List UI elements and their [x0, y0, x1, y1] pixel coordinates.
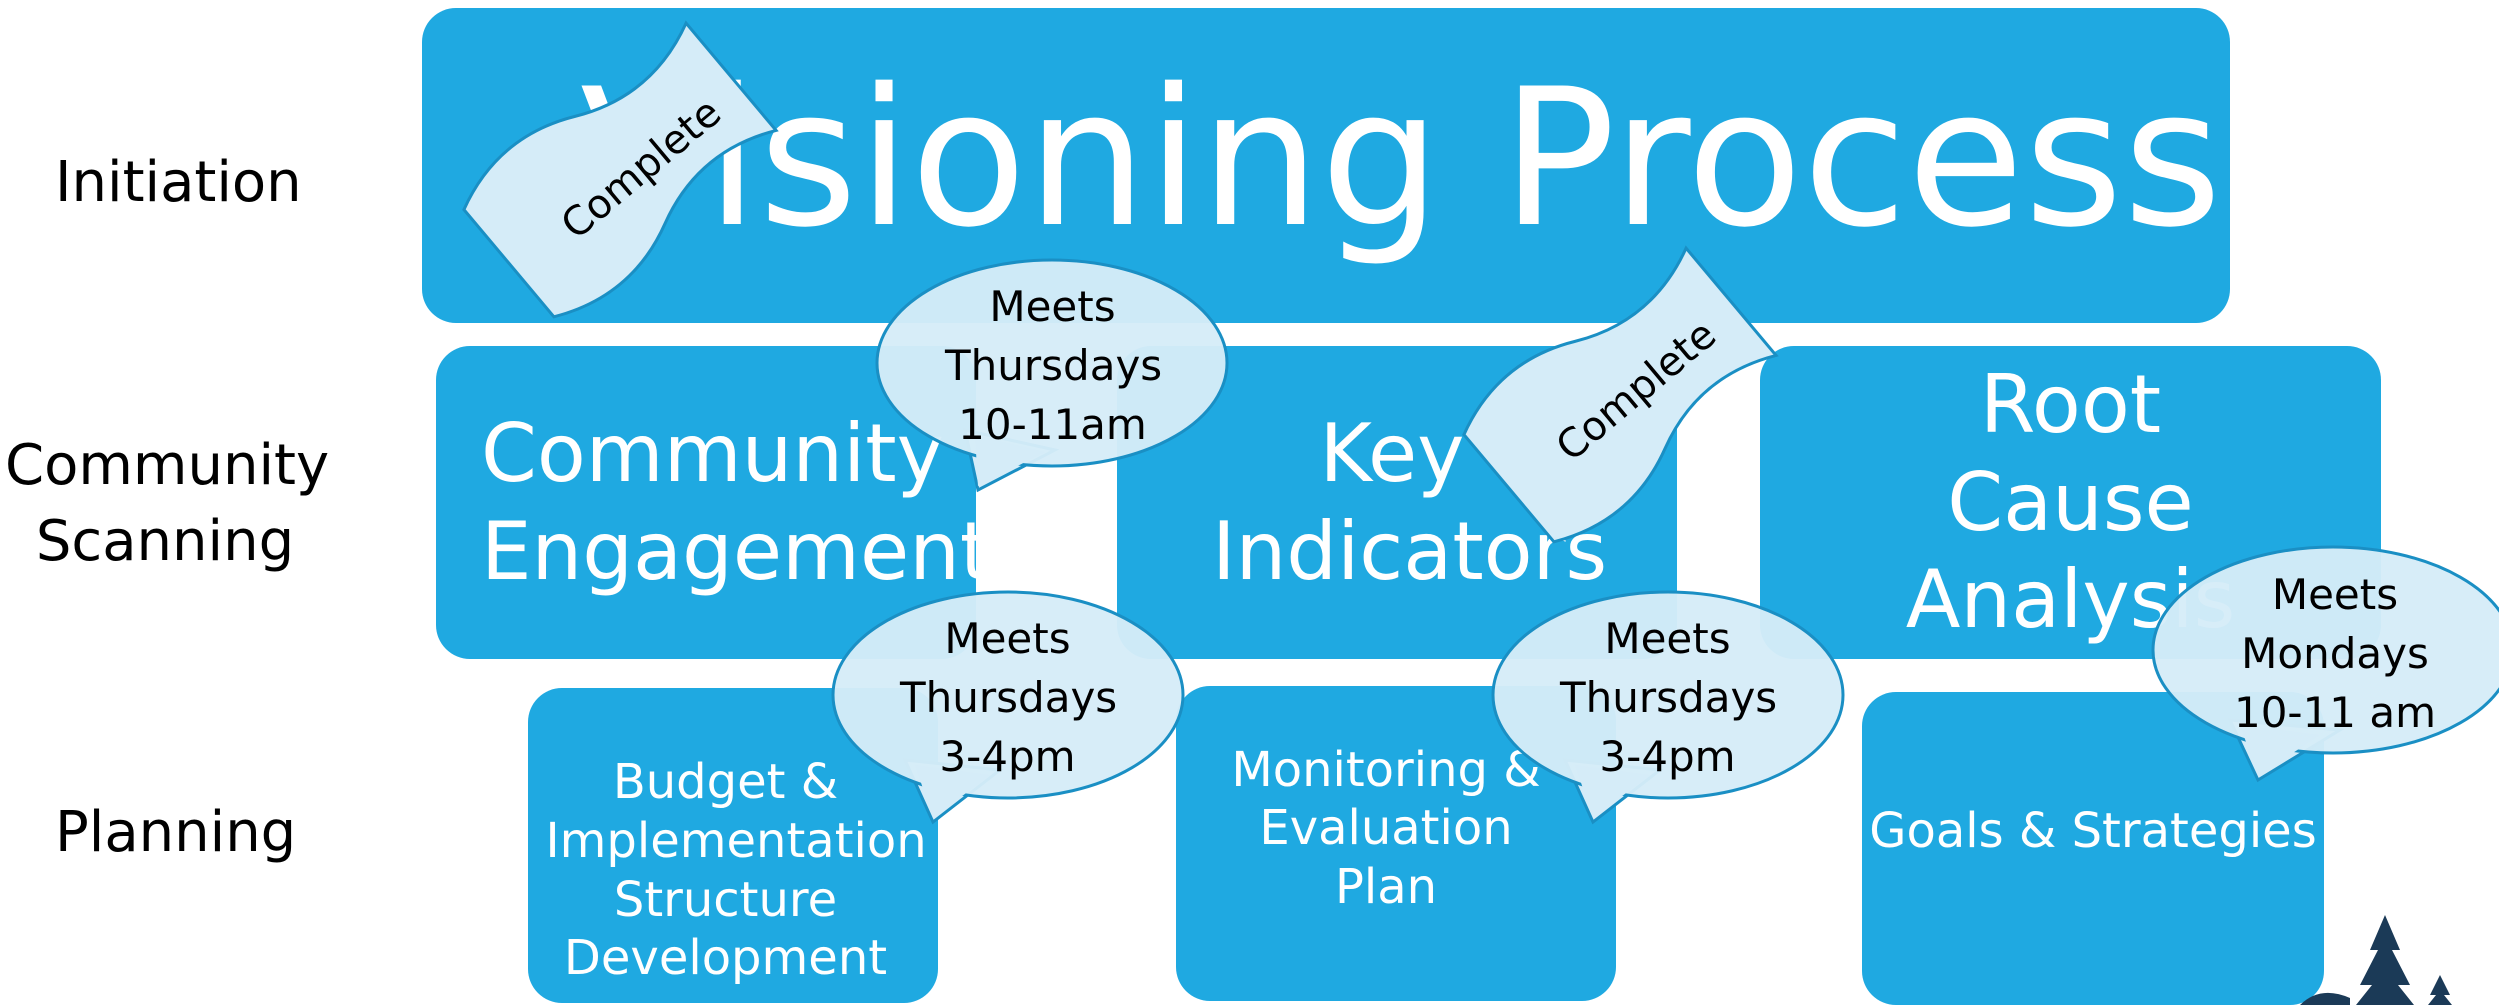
- row-label-planning: Planning: [55, 800, 297, 865]
- goals-label: Goals & Strategies: [1869, 802, 2317, 859]
- meeting-text-budget: Meets Thursdays 3-4pm: [900, 614, 1118, 781]
- visioning-process-title: Visioning Process: [580, 47, 2222, 269]
- monitoring-box: Monitoring & Evaluation Plan: [1176, 686, 1616, 1001]
- complete-flag-key-indicators: [1462, 245, 1779, 544]
- row-label-community-scanning: Community Scanning: [5, 433, 330, 574]
- meeting-bubble-community-engagement: [875, 258, 1229, 493]
- row-label-initiation: Initiation: [55, 150, 302, 215]
- tree-logo: [2300, 915, 2452, 1005]
- visioning-process-box: Visioning Process: [422, 8, 2230, 323]
- meeting-text-root-cause: Meets Mondays 10-11 am: [2233, 570, 2437, 737]
- meeting-bubble-monitoring: [1491, 590, 1845, 825]
- community-engagement-label: Community Engagement: [481, 406, 992, 598]
- key-indicators-label: Key Indicators: [1212, 406, 1608, 598]
- meeting-text-community-engagement: Meets Thursdays 10-11am: [945, 282, 1163, 449]
- complete-flag-visioning: [462, 20, 779, 319]
- monitoring-label: Monitoring & Evaluation Plan: [1231, 741, 1541, 915]
- meeting-text-monitoring: Meets Thursdays 3-4pm: [1560, 614, 1778, 781]
- meeting-bubble-budget: [831, 590, 1185, 825]
- meeting-bubble-root-cause: [2151, 545, 2499, 783]
- budget-box: Budget & Implementation Structure Develo…: [528, 688, 938, 1003]
- budget-label: Budget & Implementation Structure Develo…: [545, 754, 927, 987]
